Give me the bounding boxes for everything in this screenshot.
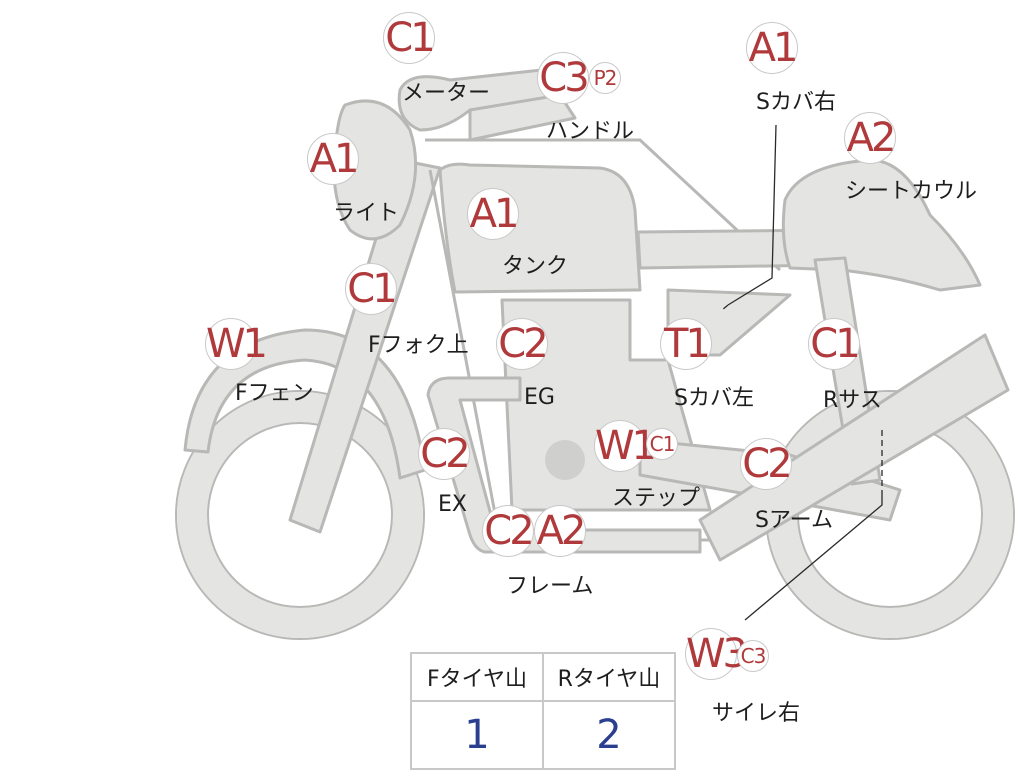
frame-grade-badge: A2 bbox=[534, 505, 586, 557]
tire-tread-header-row: Fタイヤ山 Rタイヤ山 bbox=[410, 652, 676, 702]
handle-bar-tube bbox=[468, 93, 577, 142]
step-grade-badge: C1 bbox=[646, 428, 678, 460]
fork-upper-grade-badge: C1 bbox=[345, 263, 398, 315]
leader-line-silencer bbox=[744, 495, 883, 621]
swing-arm-label: Sアーム bbox=[755, 508, 833, 533]
leader-line-side-cover-right bbox=[727, 124, 777, 306]
side-cover-right-grade-badge: A1 bbox=[746, 22, 798, 74]
engine-grade-badge: C2 bbox=[496, 318, 549, 370]
handle-label: ハンドル bbox=[546, 119, 635, 144]
tank-grade-badge: A1 bbox=[467, 188, 519, 240]
exhaust-label: EX bbox=[438, 492, 467, 517]
tire-tread-table: Fタイヤ山 Rタイヤ山 1 2 bbox=[410, 652, 676, 770]
engine-cover-circle bbox=[545, 440, 585, 480]
light-grade-badge: A1 bbox=[307, 133, 359, 185]
frame-label: フレーム bbox=[506, 574, 594, 599]
front-fender-grade-badge: W1 bbox=[205, 318, 268, 370]
front-tire-tread-value: 1 bbox=[410, 700, 544, 770]
front-tire-tread-header: Fタイヤ山 bbox=[410, 652, 544, 702]
silencer-right-grade-badge: W3 bbox=[685, 628, 748, 680]
handle-grade-badge: C3 bbox=[537, 52, 590, 104]
fork-upper-label: Fフォク上 bbox=[368, 333, 469, 358]
rear-suspension-grade-badge: C1 bbox=[808, 318, 861, 370]
rear-suspension-label: Rサス bbox=[823, 388, 882, 413]
front-fender-label: Fフェン bbox=[235, 381, 314, 406]
tank-label: タンク bbox=[502, 254, 569, 279]
rear-tire-tread-header: Rタイヤ山 bbox=[542, 652, 676, 702]
seat-cowl-grade-badge: A2 bbox=[844, 112, 896, 164]
frame-grade-badge: C2 bbox=[482, 505, 535, 557]
silencer-right-grade-badge: C3 bbox=[737, 640, 769, 672]
fork-shape bbox=[288, 158, 442, 534]
meter-grade-badge: C1 bbox=[383, 12, 436, 64]
rear-tire-tread-value: 2 bbox=[542, 700, 676, 770]
meter-label: メーター bbox=[402, 81, 491, 106]
engine-label: EG bbox=[524, 385, 555, 410]
frame-tube-upper bbox=[425, 138, 782, 272]
tire-tread-value-row: 1 2 bbox=[410, 700, 676, 770]
handle-grade-badge: P2 bbox=[589, 62, 621, 94]
side-cover-left-grade-badge: T1 bbox=[660, 318, 712, 370]
leader-line-side-cover-right-dash bbox=[721, 304, 729, 311]
exhaust-grade-badge: C2 bbox=[418, 428, 471, 480]
silencer-right-label: サイレ右 bbox=[712, 701, 801, 726]
side-cover-left-label: Sカバ左 bbox=[674, 386, 754, 411]
swing-arm-grade-badge: C2 bbox=[740, 438, 793, 490]
step-label: ステップ bbox=[612, 486, 701, 511]
side-cover-right-label: Sカバ右 bbox=[756, 90, 836, 115]
seat-cowl-label: シートカウル bbox=[845, 179, 978, 204]
silencer-shape bbox=[698, 333, 1010, 562]
light-label: ライト bbox=[333, 201, 400, 226]
front-wheel bbox=[175, 390, 425, 640]
step-grade-badge: W1 bbox=[594, 420, 657, 472]
